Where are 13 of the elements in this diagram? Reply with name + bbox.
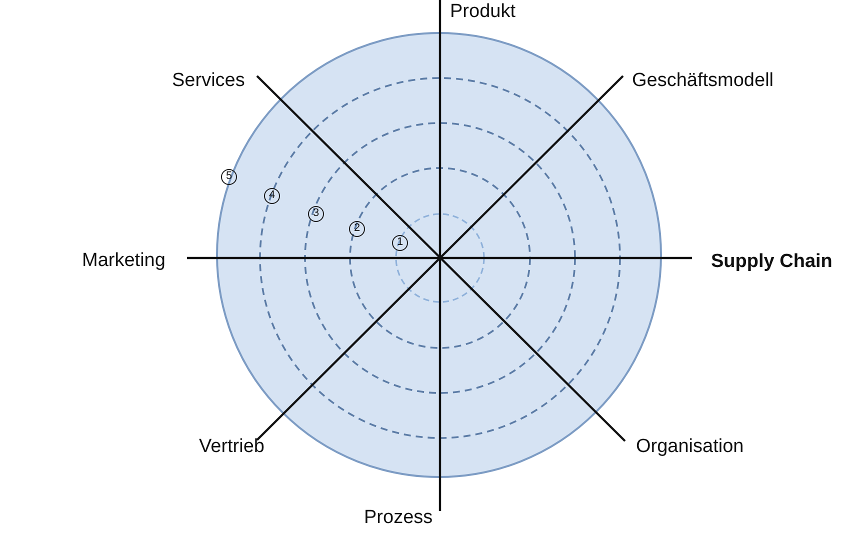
axis-label: Geschäftsmodell xyxy=(632,70,774,92)
axis-label: Services xyxy=(172,70,245,92)
callout-number: 2 xyxy=(349,221,365,237)
callout-number: 4 xyxy=(264,188,280,204)
callout-number: 1 xyxy=(392,235,408,251)
callout-number: 3 xyxy=(308,206,324,222)
callout-number: 5 xyxy=(221,169,237,185)
axis-label: Supply Chain xyxy=(711,251,832,273)
axis-label: Prozess xyxy=(364,507,433,529)
axis-label: Organisation xyxy=(636,436,744,458)
axis-label: Produkt xyxy=(450,1,516,23)
axis-label: Vertrieb xyxy=(199,436,264,458)
axis-label: Marketing xyxy=(82,250,166,272)
